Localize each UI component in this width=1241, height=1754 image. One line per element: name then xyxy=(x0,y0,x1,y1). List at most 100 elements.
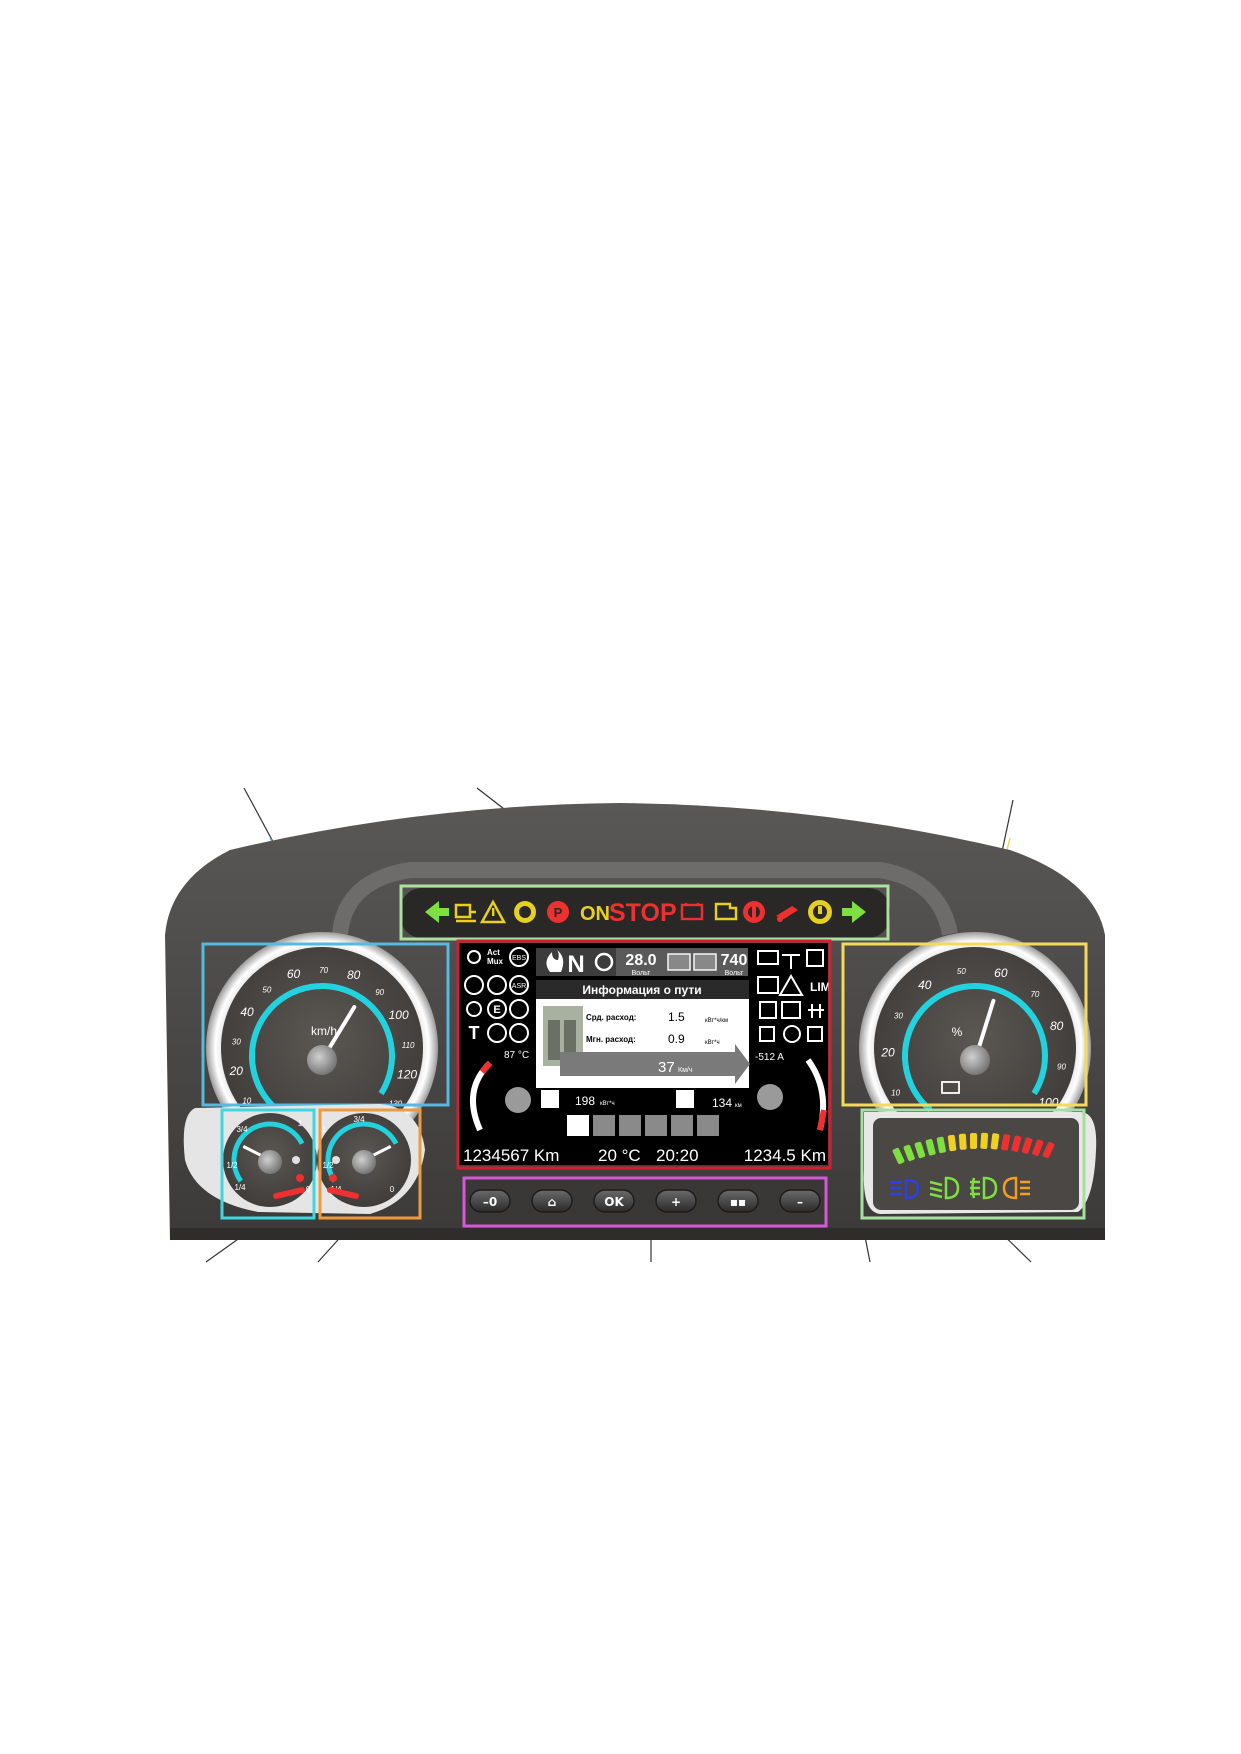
bar-graph xyxy=(892,1132,1055,1165)
low-beam-icon xyxy=(929,1176,960,1200)
stop-label: STOP xyxy=(609,899,677,927)
hv-warning-icon xyxy=(778,974,804,996)
bar-segment xyxy=(925,1139,936,1156)
screen-tab-row xyxy=(567,1115,719,1136)
trip-distance: 1234.5 Km xyxy=(744,1146,826,1165)
small-gauge-label: 1/4 xyxy=(234,1183,246,1192)
bar-segment xyxy=(1021,1137,1033,1154)
main-screen: N 28.0 Вольт 740 Вольт Act Mux EBS ASR E… xyxy=(459,943,831,1165)
odometer: 1234567 Km xyxy=(463,1146,559,1165)
tick-label: 40 xyxy=(240,1005,254,1019)
traction-battery-icon xyxy=(693,953,717,971)
asr-icon xyxy=(509,975,529,995)
tab-service[interactable] xyxy=(619,1115,641,1136)
right-gauge-box xyxy=(318,1108,422,1220)
pantograph-icon xyxy=(782,954,800,969)
trip-info-panel: Информация о пути Срд. расход: 1.5 кВт*ч… xyxy=(536,980,750,1088)
energy-left-unit: кВт*ч xyxy=(600,1101,615,1107)
rear-fog-icon xyxy=(1002,1176,1030,1200)
tab-energy[interactable] xyxy=(671,1115,693,1136)
warning-strip-box xyxy=(399,884,890,941)
on-label: ON xyxy=(580,903,610,925)
bar-segment xyxy=(947,1134,957,1152)
speedometer-hub xyxy=(307,1045,337,1075)
tab-messages[interactable] xyxy=(697,1115,719,1136)
retarder-icon xyxy=(487,975,507,995)
tick-label: 70 xyxy=(1030,990,1039,999)
tick-label: 10 xyxy=(891,1089,900,1098)
ok-button[interactable]: OK xyxy=(593,1189,635,1213)
right-indicator-grid: LIM xyxy=(757,949,831,1043)
brake-icon xyxy=(743,901,765,923)
small-gauge-label: 1/2 xyxy=(322,1161,334,1170)
mux-label: Mux xyxy=(487,957,504,966)
small-gauge-label: 0 xyxy=(306,1185,311,1194)
energy-right-unit: км xyxy=(735,1103,742,1109)
stop-request-icon xyxy=(807,1026,823,1042)
tab-bus[interactable] xyxy=(593,1115,615,1136)
coolant-temp: 87 °C xyxy=(504,1050,529,1061)
aux-brake-icon xyxy=(783,1025,801,1043)
tachometer-box xyxy=(841,942,1088,1107)
bar-segment xyxy=(1011,1135,1022,1152)
parking-brake-icon xyxy=(547,901,569,923)
outside-temperature: 20 °C xyxy=(598,1146,641,1165)
engine-icon xyxy=(757,950,779,965)
gear-indicator: N xyxy=(567,951,584,978)
left-gauge-labels: 3/41/21/410 xyxy=(226,1119,310,1194)
inst-consumption-label: Мгн. расход: xyxy=(586,1035,636,1044)
reset-button[interactable]: –0 xyxy=(469,1189,511,1213)
bar-segment xyxy=(1001,1134,1011,1151)
trip-speed-value: 37 xyxy=(658,1059,675,1076)
tick-label: 20 xyxy=(229,1064,244,1078)
minus-button[interactable]: – xyxy=(779,1189,821,1213)
left-indicator-grid: Act Mux EBS ASR E T xyxy=(464,947,529,1043)
tick-label: 30 xyxy=(232,1038,241,1047)
tick-label: 10 xyxy=(242,1097,251,1106)
plug-out-icon xyxy=(676,1090,694,1108)
warning-strip: P ON STOP xyxy=(399,884,890,941)
motor-current: -512 A xyxy=(755,1052,784,1063)
speedometer-unit: km/h xyxy=(311,1024,337,1038)
small-gauge-label: 3/4 xyxy=(236,1125,248,1134)
plus-button[interactable]: + xyxy=(655,1189,697,1213)
left-small-gauge: 3/41/21/410 xyxy=(223,1113,317,1207)
trip-speed-unit: Км/ч xyxy=(678,1067,693,1074)
small-gauge-label: 0 xyxy=(390,1185,395,1194)
tachometer-arc xyxy=(902,983,1048,1113)
bar-segment xyxy=(1032,1139,1044,1156)
right-gauge-warning-dot xyxy=(329,1174,337,1182)
tick-label: 70 xyxy=(319,966,328,975)
menu-icon[interactable]: ▪▪ xyxy=(717,1189,759,1213)
speedometer-arc xyxy=(249,983,395,1113)
seatbelt-icon xyxy=(467,950,481,964)
small-gauge-label: 1 xyxy=(298,1119,303,1128)
asr-label: ASR xyxy=(512,983,526,990)
bar-segment xyxy=(990,1133,1000,1150)
right-small-gauge: 13/41/21/40 xyxy=(317,1113,411,1207)
tick-label: 90 xyxy=(375,988,384,997)
bar-segment xyxy=(1042,1141,1055,1159)
high-voltage-value: 740 xyxy=(721,952,748,969)
tab-road[interactable] xyxy=(567,1115,589,1136)
bar-segment xyxy=(980,1132,989,1149)
button-row: –0 ⌂ OK + ▪▪– xyxy=(464,1178,826,1226)
plug-in-icon xyxy=(541,1090,559,1108)
home-icon[interactable]: ⌂ xyxy=(531,1189,573,1213)
small-gauge-label: 1 xyxy=(322,1125,327,1134)
high-beam-icon xyxy=(890,1178,920,1200)
gauge-arc-line xyxy=(902,983,1048,1113)
oil-icon xyxy=(292,1156,300,1164)
tick-label: 80 xyxy=(347,968,361,982)
vehicle-icon xyxy=(454,903,476,923)
main-screen-box xyxy=(456,939,832,1170)
tick-label: 60 xyxy=(287,967,301,981)
engine-icon xyxy=(714,902,738,921)
battery-icon xyxy=(941,1081,960,1094)
button-row-box xyxy=(462,1176,828,1228)
tab-vehicle[interactable] xyxy=(645,1115,667,1136)
door-icon xyxy=(781,1001,801,1019)
energy-right-value: 134 xyxy=(712,1096,732,1110)
kneeling-icon xyxy=(759,1026,775,1042)
tick-label: 50 xyxy=(957,967,966,976)
